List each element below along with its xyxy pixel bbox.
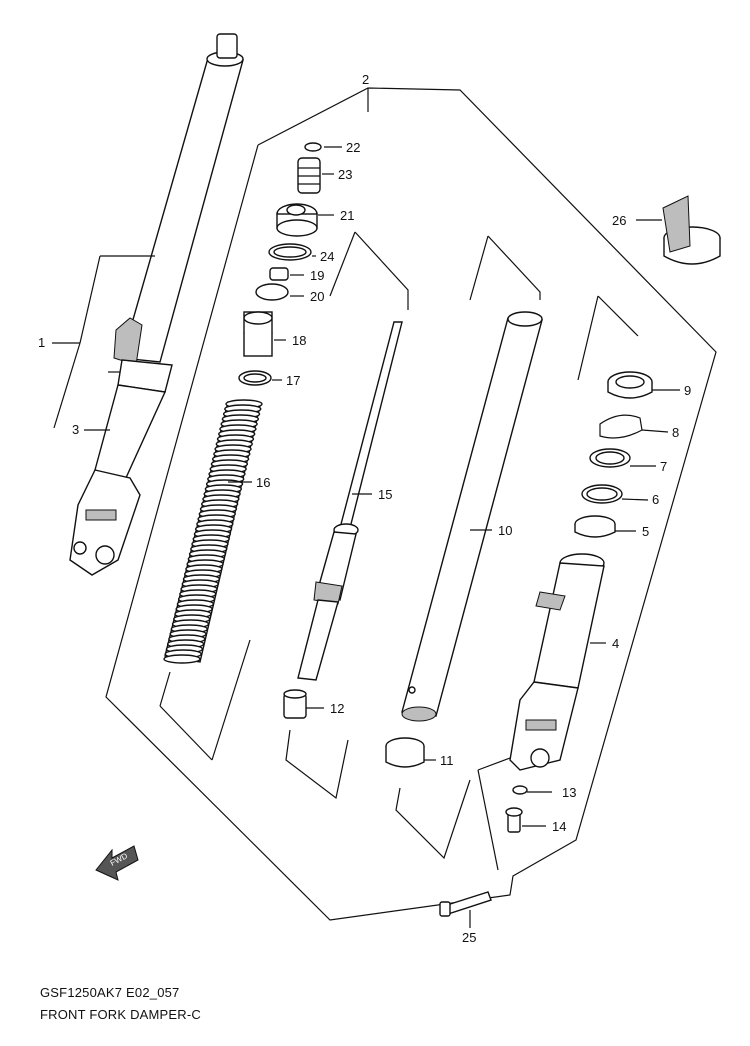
callout-13: 13 [562,785,576,800]
fork-spring-part-16 [163,399,263,664]
callout-1: 1 [38,335,45,350]
callout-14: 14 [552,819,566,834]
callout-26: 26 [612,213,626,228]
callout-16: 16 [256,475,270,490]
seal-ring-stack [574,371,653,538]
inner-tube-part-10 [401,311,543,722]
callout-19: 19 [310,268,324,283]
callout-8: 8 [672,425,679,440]
bushing-part-12 [283,689,307,719]
damper-rod-part-15 [297,321,403,681]
fwd-arrow-icon: FWD [95,845,139,881]
callout-18: 18 [292,333,306,348]
diagram-title: FRONT FORK DAMPER-C [40,1007,202,1022]
spring-coil [163,654,201,664]
callout-12: 12 [330,701,344,716]
callout-3: 3 [72,422,79,437]
top-cap-parts [238,142,322,386]
fork-assembly-part-1 [69,33,244,576]
assembly-frame [105,87,717,921]
spring-group-frame [159,231,409,761]
callout-25: 25 [462,930,476,945]
bolt-parts [439,785,528,917]
model-code: GSF1250AK7 E02_057 [40,985,180,1000]
callout-7: 7 [660,459,667,474]
callout-23: 23 [338,167,352,182]
callout-24: 24 [320,249,334,264]
callout-21: 21 [340,208,354,223]
callout-4: 4 [612,636,619,651]
outer-tube-part-4 [509,553,605,771]
callout-20: 20 [310,289,324,304]
callout-9: 9 [684,383,691,398]
callout-17: 17 [286,373,300,388]
outer-tube-frame [477,295,639,871]
callout-5: 5 [642,524,649,539]
callout-15: 15 [378,487,392,502]
callout-2: 2 [362,72,369,87]
callout-labels: 1 2 3 4 5 6 7 8 9 10 11 12 13 14 15 16 1… [38,72,691,945]
guide-bushing-part-11 [385,737,425,768]
callout-11: 11 [440,753,454,768]
callout-22: 22 [346,140,360,155]
leader-lines [52,146,680,928]
inner-tube-frame [285,235,541,860]
callout-10: 10 [498,523,512,538]
callout-6: 6 [652,492,659,507]
protector-part-26 [662,195,721,265]
